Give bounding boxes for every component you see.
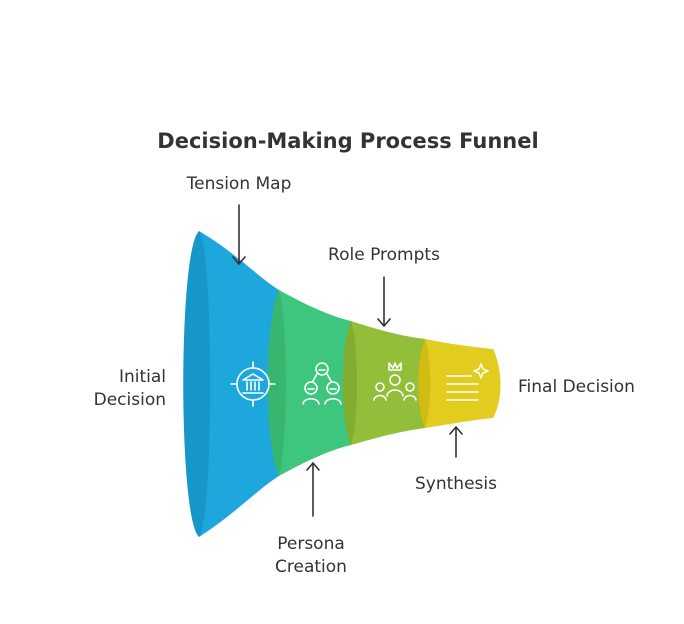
funnel-mouth xyxy=(183,231,211,537)
label-initial-decision-line2: Decision xyxy=(94,390,166,410)
stage-initial-decision xyxy=(183,231,279,537)
document-sparkle-icon xyxy=(446,363,489,401)
segment-edge xyxy=(342,321,357,445)
label-persona-creation-line2: Creation xyxy=(275,557,347,577)
arrow-synthesis xyxy=(449,426,463,458)
arrow-tension-map xyxy=(232,204,246,265)
label-role-prompts: Role Prompts xyxy=(328,245,440,265)
crowned-group-icon xyxy=(373,362,417,401)
team-personas-icon xyxy=(302,362,342,405)
segment-edge xyxy=(418,339,431,428)
bank-target-icon xyxy=(230,361,276,407)
label-tension-map: Tension Map xyxy=(186,174,292,194)
label-synthesis: Synthesis xyxy=(415,474,497,494)
label-final-decision: Final Decision xyxy=(518,377,635,397)
label-persona-creation-line1: Persona xyxy=(277,534,345,554)
label-initial-decision-line1: Initial xyxy=(119,367,166,387)
arrow-role-prompts xyxy=(377,276,391,327)
stage-initial-decision-segment xyxy=(199,231,279,537)
stage-role-prompts-segment xyxy=(351,321,425,445)
arrow-persona-creation xyxy=(306,462,320,517)
diagram-title: Decision-Making Process Funnel xyxy=(157,129,538,153)
segment-edge xyxy=(267,290,286,476)
stage-role-prompts xyxy=(342,321,425,445)
